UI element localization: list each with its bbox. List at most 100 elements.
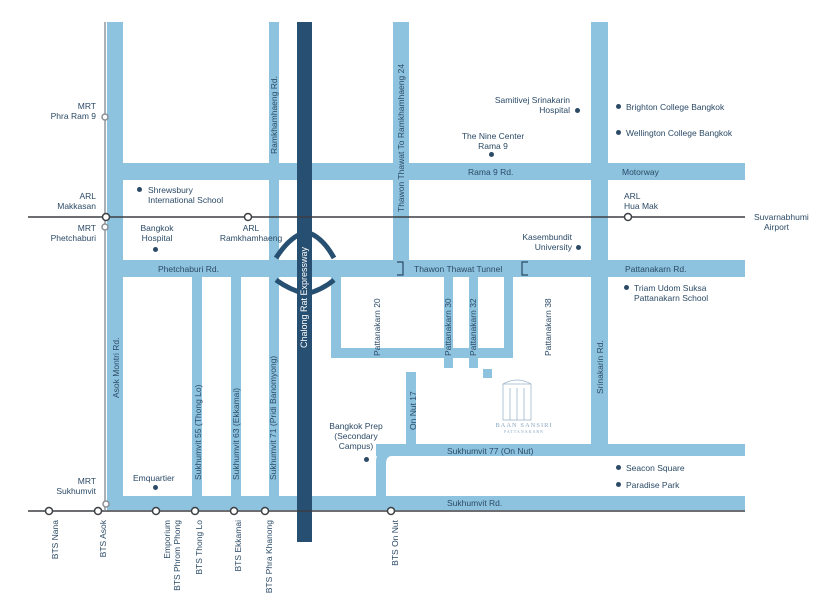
place-label-wellington: Wellington College Bangkok [626, 128, 733, 138]
road-label-chalong-rat: Chalong Rat Expressway [299, 246, 309, 348]
place-label-triam-line2: Pattanakarn School [634, 293, 709, 303]
ramp-nw [273, 229, 307, 260]
road-label-phetchaburi: Phetchaburi Rd. [158, 264, 219, 274]
onnut17-road [406, 372, 416, 450]
pattanakarn-loop-road [331, 348, 513, 358]
station-label-ramkhamhaeng: ARL Ramkhamhaeng [216, 223, 286, 243]
place-label-paradise: Paradise Park [626, 480, 680, 490]
station-label-makkasan-line: ARL [79, 191, 96, 201]
station-label-phrom-phong-line2: BTS Phrom Phong [172, 520, 182, 591]
station-label-suvarnabhumi: Suvarnabhumi Airport [754, 212, 809, 232]
project-logo: BAAN SANSIRI PATTANAKARN [486, 378, 562, 434]
sukhumvit77-road [376, 444, 745, 456]
station-label-phetchaburi-name: Phetchaburi [50, 233, 96, 243]
thawon-ramkhamhaeng24-road [393, 22, 409, 272]
station-label-hua-mak: ARL Hua Mak [624, 191, 658, 211]
station-label-phra-ram9-name: Phra Ram 9 [50, 111, 96, 121]
project-logo-spacer [486, 378, 562, 422]
station-label-phrom-phong-line1: Emporium [162, 520, 172, 559]
asok-montri-road [107, 22, 123, 502]
place-label-samitivej: Samitivej Srinakarin Hospital [470, 95, 570, 115]
project-logo-sub: PATTANAKARN [504, 429, 544, 434]
road-label-pattanakarn: Pattanakarn Rd. [625, 264, 687, 274]
place-label-triam: Triam Udom Suksa Pattanakarn School [634, 283, 708, 303]
tunnel-west-marker [397, 261, 404, 276]
station-marker-makkasan [101, 212, 111, 222]
station-marker-asok [93, 506, 103, 516]
place-marker-wellington [616, 130, 621, 135]
station-label-phetchaburi-line: MRT [77, 223, 96, 233]
road-label-srinakarin: Srinakarin Rd. [595, 340, 605, 394]
road-label-pattanakarn38: Pattanakarn 38 [543, 298, 553, 356]
station-label-makkasan: ARL Makkasan [40, 191, 96, 211]
place-marker-emquartier [153, 485, 158, 490]
logo-building-icon [502, 379, 532, 421]
station-marker-thong-lo [190, 506, 200, 516]
place-label-samitivej-line2: Hospital [539, 105, 570, 115]
road-label-onnut17: On Nut 17 [408, 391, 418, 430]
project-logo-name: BAAN SANSIRI [495, 422, 553, 429]
station-marker-on-nut [386, 506, 396, 516]
station-label-sukhumvit-name: Sukhumvit [56, 486, 96, 496]
place-marker-shrewsbury [137, 187, 142, 192]
expressway-ramps [273, 229, 337, 297]
station-marker-phra-ram9 [101, 113, 109, 121]
road-label-thawon-tunnel: Thawon Thawat Tunnel [414, 264, 503, 274]
place-marker-paradise [616, 482, 621, 487]
station-label-suvarnabhumi-line2: Airport [764, 222, 790, 232]
phetchaburi-road [107, 260, 745, 277]
station-label-asok: BTS Asok [98, 520, 108, 558]
station-marker-hua-mak [623, 212, 633, 222]
pattanakarn-east-road [504, 270, 513, 358]
station-label-phra-khanong: BTS Phra Khanong [264, 520, 274, 594]
place-label-kasem-line2: University [534, 242, 572, 252]
road-label-pattanakarn32: Pattanakarn 32 [468, 298, 478, 356]
place-marker-nine-center [489, 152, 494, 157]
station-marker-ramkhamhaeng [243, 212, 253, 222]
place-label-shrewsbury: Shrewsbury International School [148, 185, 223, 205]
road-label-sukhumvit77: Sukhumvit 77 (On Nut) [447, 446, 534, 456]
place-marker-triam [624, 285, 629, 290]
road-label-thawon-ramkhamhaeng24: Thawon Thawat To Ramkhamhaeng 24 [396, 63, 406, 212]
station-label-phrom-phong: Emporium BTS Phrom Phong [162, 520, 182, 613]
place-label-bkk-prep-line2: (Secondary [334, 431, 378, 441]
station-label-sukhumvit-line: MRT [77, 476, 96, 486]
pattanakarn32-road [469, 270, 478, 368]
station-marker-nana [44, 506, 54, 516]
road-label-soi63: Sukhumvit 63 (Ekkamai) [231, 387, 241, 480]
station-label-suvarnabhumi-line1: Suvarnabhumi [754, 212, 809, 222]
place-marker-bkk-prep [364, 457, 369, 462]
station-markers [44, 212, 633, 516]
rama9-road [107, 163, 745, 180]
station-label-sukhumvit: MRT Sukhumvit [40, 476, 96, 496]
road-label-rama9: Rama 9 Rd. [468, 167, 514, 177]
mrt-station-markers [101, 113, 110, 508]
station-marker-phra-khanong [260, 506, 270, 516]
station-label-hua-mak-name: Hua Mak [624, 201, 659, 211]
station-label-phra-ram9-line: MRT [77, 101, 96, 111]
place-marker-brighton [616, 104, 621, 109]
ramp-ne [305, 229, 337, 260]
chalong-rat-expressway [297, 22, 312, 542]
place-label-nine-center: The Nine Center Rama 9 [448, 131, 538, 151]
station-marker-phetchaburi [101, 223, 109, 231]
station-label-hua-mak-line: ARL [624, 191, 641, 201]
logo-building-roof [502, 379, 532, 385]
ramkhamhaeng-road [269, 22, 279, 502]
ramp-sw [274, 277, 307, 297]
soi55-road [192, 270, 202, 502]
station-label-ramkhamhaeng-name: Ramkhamhaeng [219, 233, 283, 243]
tunnel-east-marker [521, 261, 528, 276]
road-label-ramkhamhaeng: Ramkhamhaeng Rd. [269, 76, 279, 154]
road-label-asok-montri: Asok Montri Rd. [111, 337, 121, 398]
soi63-road [231, 270, 241, 502]
station-marker-sukhumvit [102, 500, 110, 508]
station-label-ekkamai: BTS Ekkamai [233, 520, 243, 572]
place-marker-samitivej [575, 108, 580, 113]
station-label-ramkhamhaeng-line: ARL [242, 223, 260, 233]
place-label-samitivej-line1: Samitivej Srinakarin [494, 95, 570, 105]
road-label-soi55: Sukhumvit 55 (Thong Lo) [193, 384, 203, 480]
road-label-soi71: Sukhumvit 71 (Pridi Banomyong) [268, 355, 278, 480]
place-label-bangkok-hospital-line1: Bangkok [140, 223, 174, 233]
srinakarin-road [591, 22, 608, 456]
